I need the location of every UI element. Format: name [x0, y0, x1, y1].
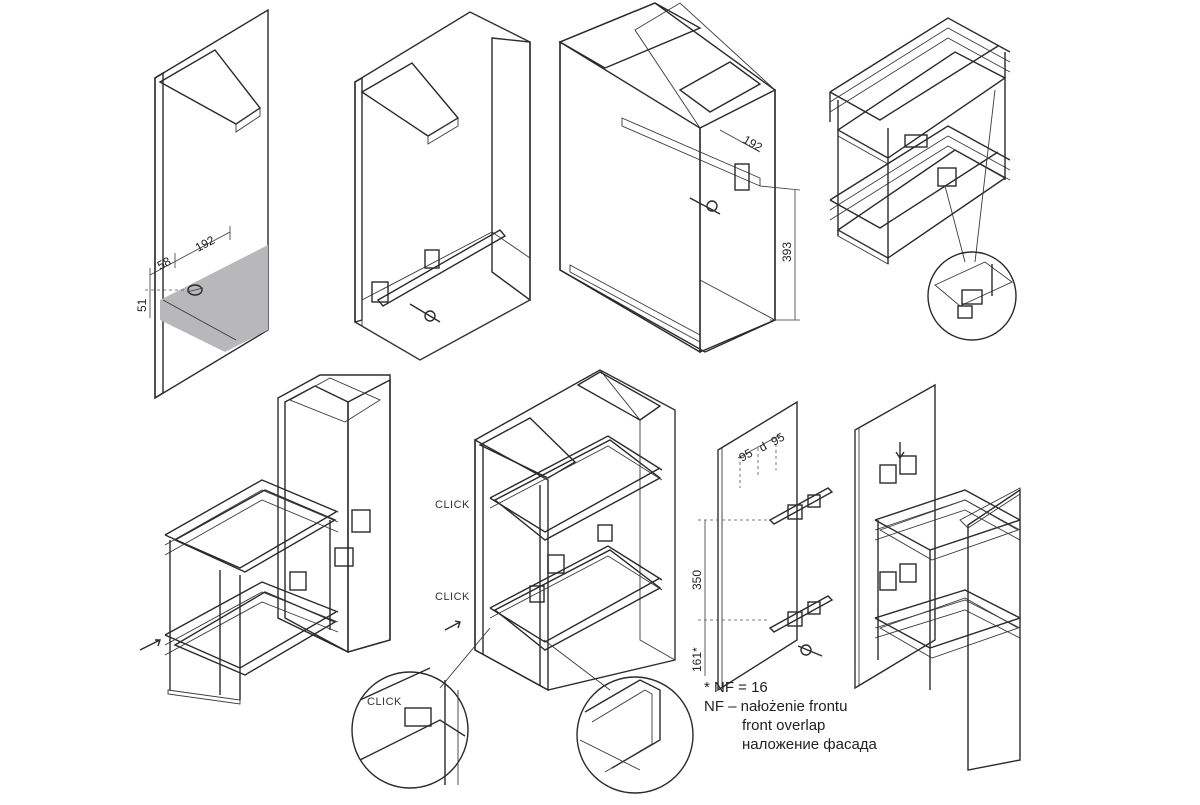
- dim-step7-a: 95: [737, 446, 756, 465]
- dim-step1-b: 58: [155, 254, 174, 273]
- dim-step3-a: 192: [741, 132, 766, 154]
- step6-cabinet-basket: CLICK CLICK CLICK: [351, 369, 694, 794]
- click-label-2: CLICK: [435, 591, 470, 603]
- dim-step3-b: 393: [780, 242, 794, 262]
- step3-cabinet-transparent: 192 393: [558, 2, 801, 354]
- dim-step7-e: 161*: [690, 647, 704, 672]
- step5-basket-insert: [139, 374, 391, 705]
- dim-step1-a: 192: [193, 233, 218, 255]
- legend-nf-english: front overlap: [742, 717, 826, 734]
- legend-nf-value: * NF = 16: [704, 679, 768, 696]
- step1-side-panel: 192 58 51: [135, 8, 269, 400]
- dim-step7-c: 95: [769, 430, 788, 449]
- click-label-3: CLICK: [367, 696, 402, 708]
- dim-step1-c: 51: [135, 298, 149, 312]
- step7-front-panel: 95 d 95 350 161*: [690, 400, 834, 692]
- dim-step7-b: d: [757, 439, 770, 454]
- click-label-1: CLICK: [435, 499, 470, 511]
- step8-front-attached: [854, 383, 1021, 771]
- dim-step7-d: 350: [690, 570, 704, 590]
- step2-cabinet-rail: [354, 11, 531, 361]
- step4-wire-basket: [829, 17, 1017, 341]
- legend-nf-polish: NF – nałożenie frontu: [704, 698, 848, 715]
- legend: * NF = 16 NF – nałożenie frontu front ov…: [704, 678, 877, 754]
- legend-nf-russian: наложение фасада: [742, 736, 877, 753]
